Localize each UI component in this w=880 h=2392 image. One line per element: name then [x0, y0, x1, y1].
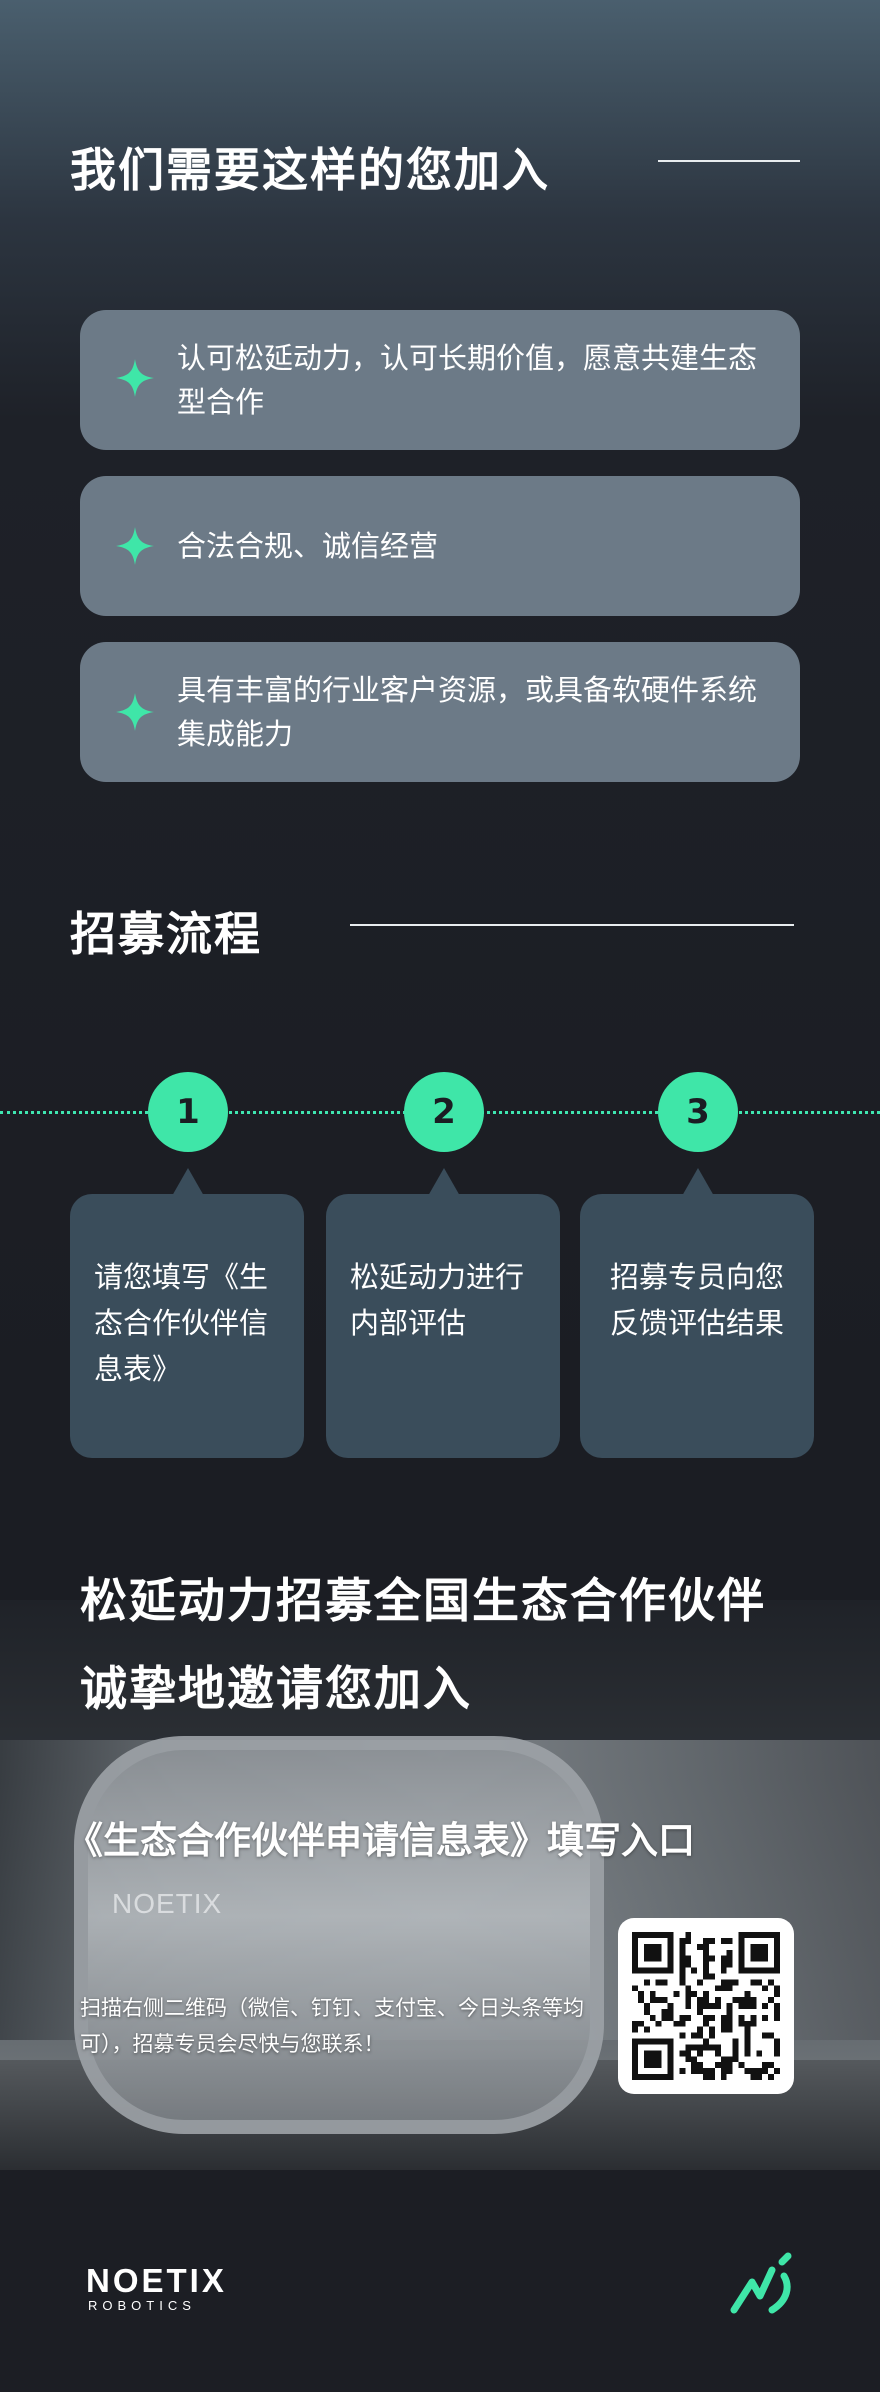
requirement-card-1: 认可松延动力，认可长期价值，愿意共建生态型合作: [80, 310, 800, 450]
invite-headline-1: 松延动力招募全国生态合作伙伴: [80, 1574, 766, 1629]
noetix-logo-icon: [730, 2252, 792, 2314]
step-pointer: [172, 1168, 204, 1196]
form-entry-title: 《生态合作伙伴申请信息表》填写入口: [66, 1819, 695, 1862]
sparkle-icon: [116, 527, 154, 565]
requirement-card-2: 合法合规、诚信经营: [80, 476, 800, 616]
sparkle-icon: [116, 693, 154, 731]
step-text: 招募专员向您反馈评估结果: [610, 1260, 785, 1340]
invite-headline-2: 诚挚地邀请您加入: [80, 1662, 472, 1717]
join-section-title: 我们需要这样的您加入: [70, 143, 550, 197]
step-number-1: 1: [148, 1072, 228, 1152]
step-pointer: [682, 1168, 714, 1196]
process-section-title: 招募流程: [70, 907, 262, 961]
scan-instructions: 扫描右侧二维码（微信、钉钉、支付宝、今日头条等均可），招募专员会尽快与您联系！: [80, 1996, 584, 2056]
step-number-2: 2: [404, 1072, 484, 1152]
step-card-1: 请您填写《生态合作伙伴信息表》: [70, 1194, 304, 1458]
step-card-2: 松延动力进行内部评估: [326, 1194, 560, 1458]
qr-code[interactable]: [618, 1918, 794, 2094]
office-arch-doorway: [74, 1736, 604, 2134]
title-divider: [658, 160, 800, 162]
footer-subtitle: ROBOTICS: [88, 2298, 196, 2313]
step-pointer: [428, 1168, 460, 1196]
step-card-3: 招募专员向您反馈评估结果: [580, 1194, 814, 1458]
requirement-text: 合法合规、诚信经营: [177, 529, 439, 563]
requirement-text: 具有丰富的行业客户资源，或具备软硬件系统集成能力: [177, 673, 758, 751]
step-number-3: 3: [658, 1072, 738, 1152]
qr-code-icon: [632, 1932, 780, 2080]
footer-brand: NOETIX: [86, 2262, 227, 2299]
sparkle-icon: [116, 359, 154, 397]
step-text: 松延动力进行内部评估: [350, 1260, 525, 1340]
title-divider: [350, 924, 794, 926]
background-sign: NOETIX: [112, 1888, 223, 1919]
step-text: 请您填写《生态合作伙伴信息表》: [94, 1260, 269, 1386]
requirement-card-3: 具有丰富的行业客户资源，或具备软硬件系统集成能力: [80, 642, 800, 782]
requirement-text: 认可松延动力，认可长期价值，愿意共建生态型合作: [177, 341, 758, 419]
